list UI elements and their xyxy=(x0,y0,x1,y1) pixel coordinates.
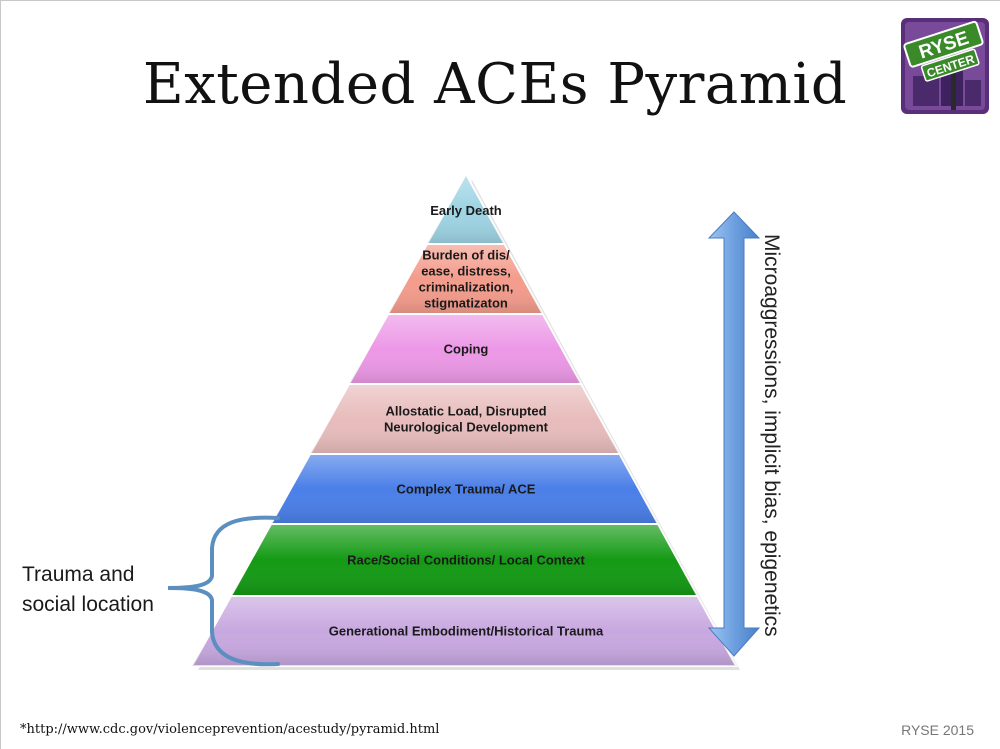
pyramid-layer-shading-2 xyxy=(388,244,543,314)
curly-brace-icon xyxy=(167,515,280,667)
pyramid-layer-2-label: criminalization, xyxy=(419,280,514,295)
pyramid-layer-shading-4 xyxy=(310,384,620,454)
pyramid-layer-shading-3 xyxy=(349,314,582,384)
pyramid-layer-4-label: Allostatic Load, Disrupted xyxy=(385,404,546,419)
left-label-line-2: social location xyxy=(22,593,154,616)
slide-title: Extended ACEs Pyramid xyxy=(142,52,848,117)
pyramid-layer-shading-5 xyxy=(271,454,659,524)
source-footnote: *http://www.cdc.gov/violenceprevention/a… xyxy=(20,722,440,737)
pyramid-layer-shading-7 xyxy=(192,596,736,666)
pyramid-layer-7-label: Generational Embodiment/Historical Traum… xyxy=(329,624,604,639)
footer-credit: RYSE 2015 xyxy=(901,722,974,738)
pyramid-layers xyxy=(190,171,738,667)
pyramid-layer-2-label: stigmatizaton xyxy=(424,296,508,311)
ryse-center-logo: RYSE CENTER xyxy=(901,18,989,114)
pyramid-layer-shading-6 xyxy=(230,524,698,596)
left-label-line-1: Trauma and xyxy=(22,563,135,586)
pyramid-layer-3-label: Coping xyxy=(444,342,489,357)
double-arrow-icon xyxy=(707,211,761,657)
side-label: Microaggressions, implicit bias, epigene… xyxy=(760,234,783,637)
pyramid-layer-2-label: ease, distress, xyxy=(421,264,511,279)
top-border xyxy=(0,0,1000,1)
left-bracket-label: Trauma and social location xyxy=(22,560,192,620)
pyramid-layer-1-label: Early Death xyxy=(430,203,502,218)
pyramid-layer-shading-1 xyxy=(427,174,505,244)
pyramid-layer-5-label: Complex Trauma/ ACE xyxy=(397,482,536,497)
pyramid-layer-4-label: Neurological Development xyxy=(384,420,549,435)
left-border xyxy=(0,0,1,749)
pyramid-layer-6-label: Race/Social Conditions/ Local Context xyxy=(347,553,585,568)
pyramid-layer-2-label: Burden of dis/ xyxy=(422,248,510,263)
